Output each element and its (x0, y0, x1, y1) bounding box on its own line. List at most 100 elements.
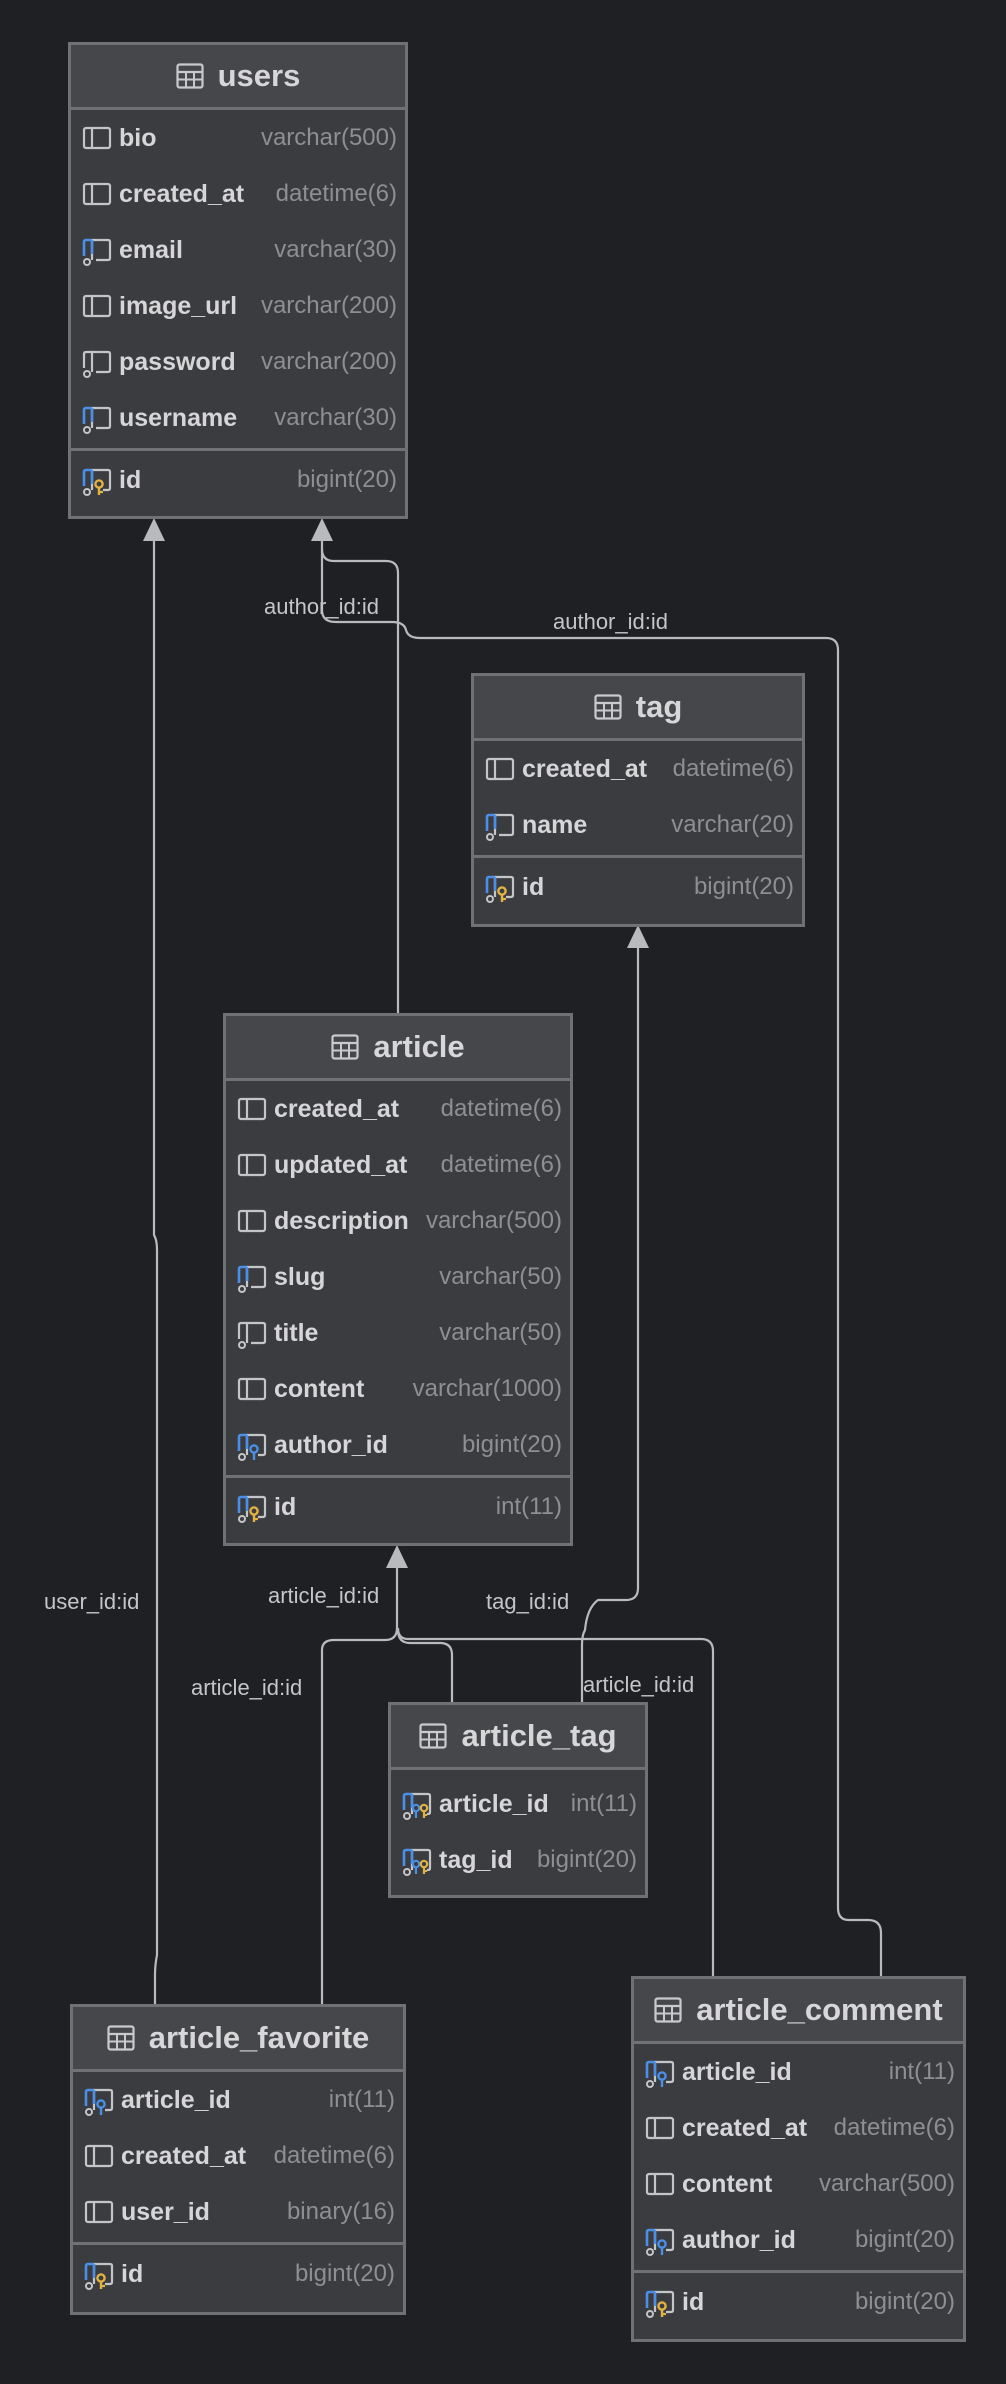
column-name: slug (274, 1262, 326, 1291)
column-type: int(11) (328, 2086, 395, 2113)
table-article-comment[interactable]: article_comment article_id int(11) created… (631, 1976, 966, 2342)
column-name: created_at (522, 754, 648, 783)
column-name: user_id (121, 2197, 210, 2226)
primary-key-icon (83, 2258, 115, 2290)
arrow-head-article (386, 1545, 408, 1568)
column-type: varchar(200) (260, 348, 397, 375)
edge-comment-author (320, 549, 883, 1978)
column-type: varchar(500) (425, 1207, 562, 1234)
primary-key-separator (71, 448, 405, 451)
column-icon (236, 1149, 268, 1181)
edge-tag-article (396, 1629, 454, 1704)
foreign-key-icon (83, 2084, 115, 2116)
primary-key-separator (226, 1475, 570, 1478)
column-row[interactable]: username varchar(30) (71, 390, 405, 446)
column-type: varchar(50) (439, 1319, 562, 1346)
column-row[interactable]: article_id int(11) (73, 2072, 403, 2128)
column-name: username (119, 403, 238, 432)
column-type: int(11) (888, 2058, 955, 2085)
unique-index-icon (236, 1261, 268, 1293)
table-article-favorite[interactable]: article_favorite article_id int(11) create… (70, 2004, 406, 2315)
column-type: bigint(20) (854, 2226, 955, 2253)
column-icon (644, 2168, 676, 2200)
column-name: image_url (119, 291, 238, 320)
table-name: article_favorite (148, 2020, 370, 2055)
column-name: article_id (682, 2057, 792, 2086)
unique-index-icon (81, 234, 113, 266)
edge-favorite-user (152, 530, 159, 2006)
table-header[interactable]: article_comment (634, 1979, 963, 2044)
table-icon (654, 1997, 682, 2023)
table-header[interactable]: article (226, 1016, 570, 1081)
column-name: description (274, 1206, 409, 1235)
edge-label-comment-article: article_id:id (583, 1672, 695, 1697)
table-icon (107, 2025, 135, 2051)
column-type: bigint(20) (296, 466, 397, 493)
edge-favorite-article (320, 1565, 399, 2006)
table-name: article_comment (696, 1992, 943, 2027)
column-type: bigint(20) (461, 1431, 562, 1458)
column-name: id (274, 1492, 297, 1521)
column-row[interactable]: description varchar(500) (226, 1193, 570, 1249)
table-icon (594, 694, 622, 720)
table-header[interactable]: tag (474, 676, 802, 741)
table-header[interactable]: article_favorite (73, 2007, 403, 2072)
not-null-column-icon (236, 1317, 268, 1349)
column-type: datetime(6) (440, 1151, 562, 1178)
primary-key-separator (73, 2242, 403, 2245)
column-type: datetime(6) (275, 180, 397, 207)
column-row[interactable]: author_id bigint(20) (634, 2212, 963, 2268)
column-type: varchar(500) (818, 2170, 955, 2197)
primary-foreign-key-icon (401, 1844, 433, 1876)
edge-comment-article (396, 1627, 715, 1978)
unique-index-icon (81, 402, 113, 434)
column-icon (644, 2112, 676, 2144)
column-type: bigint(20) (854, 2288, 955, 2315)
primary-key-icon (236, 1491, 268, 1523)
column-name: author_id (682, 2225, 796, 2254)
column-type: varchar(20) (671, 811, 794, 838)
column-row[interactable]: article_id int(11) (634, 2044, 963, 2100)
edge-label-favorite-user: user_id:id (44, 1589, 140, 1614)
table-header[interactable]: article_tag (391, 1705, 645, 1770)
column-name: article_id (121, 2085, 231, 2114)
column-row[interactable]: slug varchar(50) (226, 1249, 570, 1305)
table-name: tag (635, 689, 683, 724)
column-type: varchar(500) (260, 124, 397, 151)
column-type: datetime(6) (440, 1095, 562, 1122)
column-type: varchar(30) (274, 404, 397, 431)
column-type: varchar(1000) (412, 1375, 562, 1402)
column-type: varchar(50) (439, 1263, 562, 1290)
table-name: article (373, 1029, 465, 1064)
column-type: datetime(6) (833, 2114, 955, 2141)
column-type: bigint(20) (693, 873, 794, 900)
table-header[interactable]: users (71, 45, 405, 110)
